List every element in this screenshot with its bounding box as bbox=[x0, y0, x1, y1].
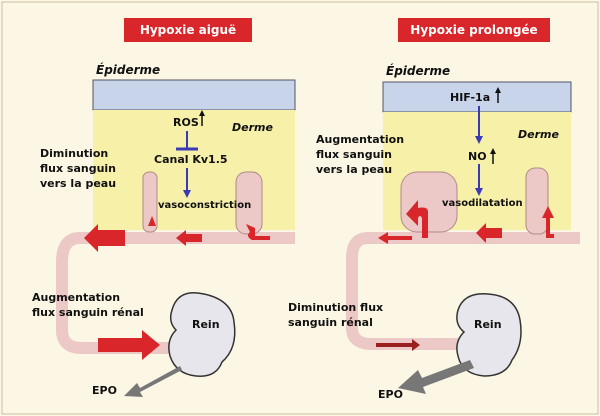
left-flow-arrow-capillary bbox=[246, 224, 270, 240]
left-title: Hypoxie aiguë bbox=[124, 18, 252, 42]
left-renal-flow-label: Augmentation flux sanguin rénal bbox=[32, 291, 144, 319]
left-skin-flow-label: Diminution flux sanguin vers la peau bbox=[40, 147, 117, 190]
right-capillary-2 bbox=[525, 167, 549, 235]
left-epo-label: EPO bbox=[92, 384, 117, 397]
left-kidney-label: Rein bbox=[192, 318, 220, 331]
right-no-label: NO bbox=[468, 150, 487, 163]
left-channel-label: Canal Kv1.5 bbox=[154, 153, 228, 166]
left-flow-arrow-renal bbox=[98, 330, 160, 360]
right-vessel-loop bbox=[346, 232, 460, 350]
right-flow-arrow-main bbox=[378, 232, 412, 244]
right-skin-flow-label: Augmentation flux sanguin vers la peau bbox=[316, 133, 405, 176]
right-effect-label: vasodilatation bbox=[442, 198, 523, 209]
left-epidermis-label: Épiderme bbox=[96, 63, 161, 77]
right-epidermis-band bbox=[382, 81, 572, 113]
left-flow-arrow-main bbox=[84, 224, 125, 252]
left-flow-arrow-mid bbox=[176, 230, 202, 246]
left-kidney bbox=[168, 292, 236, 377]
right-epidermis-label: Épiderme bbox=[386, 64, 451, 78]
right-flow-arrow-renal bbox=[376, 339, 420, 351]
left-effect-label: vasoconstriction bbox=[158, 200, 252, 211]
left-capillary-1 bbox=[142, 171, 158, 233]
right-epo-label: EPO bbox=[378, 388, 403, 401]
left-ros-label: ROS bbox=[173, 116, 199, 129]
left-epidermis-band bbox=[92, 79, 296, 111]
left-panel bbox=[56, 79, 296, 397]
right-kidney bbox=[456, 293, 522, 377]
left-epo-arrow bbox=[124, 366, 182, 397]
right-flow-arrow-up bbox=[406, 200, 444, 238]
right-flow-arrow-capillary bbox=[542, 206, 554, 238]
left-flow-arrow-small bbox=[148, 216, 156, 226]
left-vessel-loop bbox=[56, 232, 170, 354]
right-epo-arrow bbox=[398, 360, 474, 394]
right-renal-flow-label: Diminution flux sanguin rénal bbox=[288, 301, 384, 329]
right-flow-arrow-mid bbox=[476, 223, 502, 243]
right-title: Hypoxie prolongée bbox=[398, 18, 550, 42]
right-dermis-label: Derme bbox=[518, 128, 559, 141]
right-kidney-label: Rein bbox=[474, 318, 502, 331]
right-panel bbox=[346, 81, 580, 394]
left-dermis-label: Derme bbox=[232, 121, 273, 134]
right-hif-label: HIF-1a bbox=[450, 91, 491, 104]
